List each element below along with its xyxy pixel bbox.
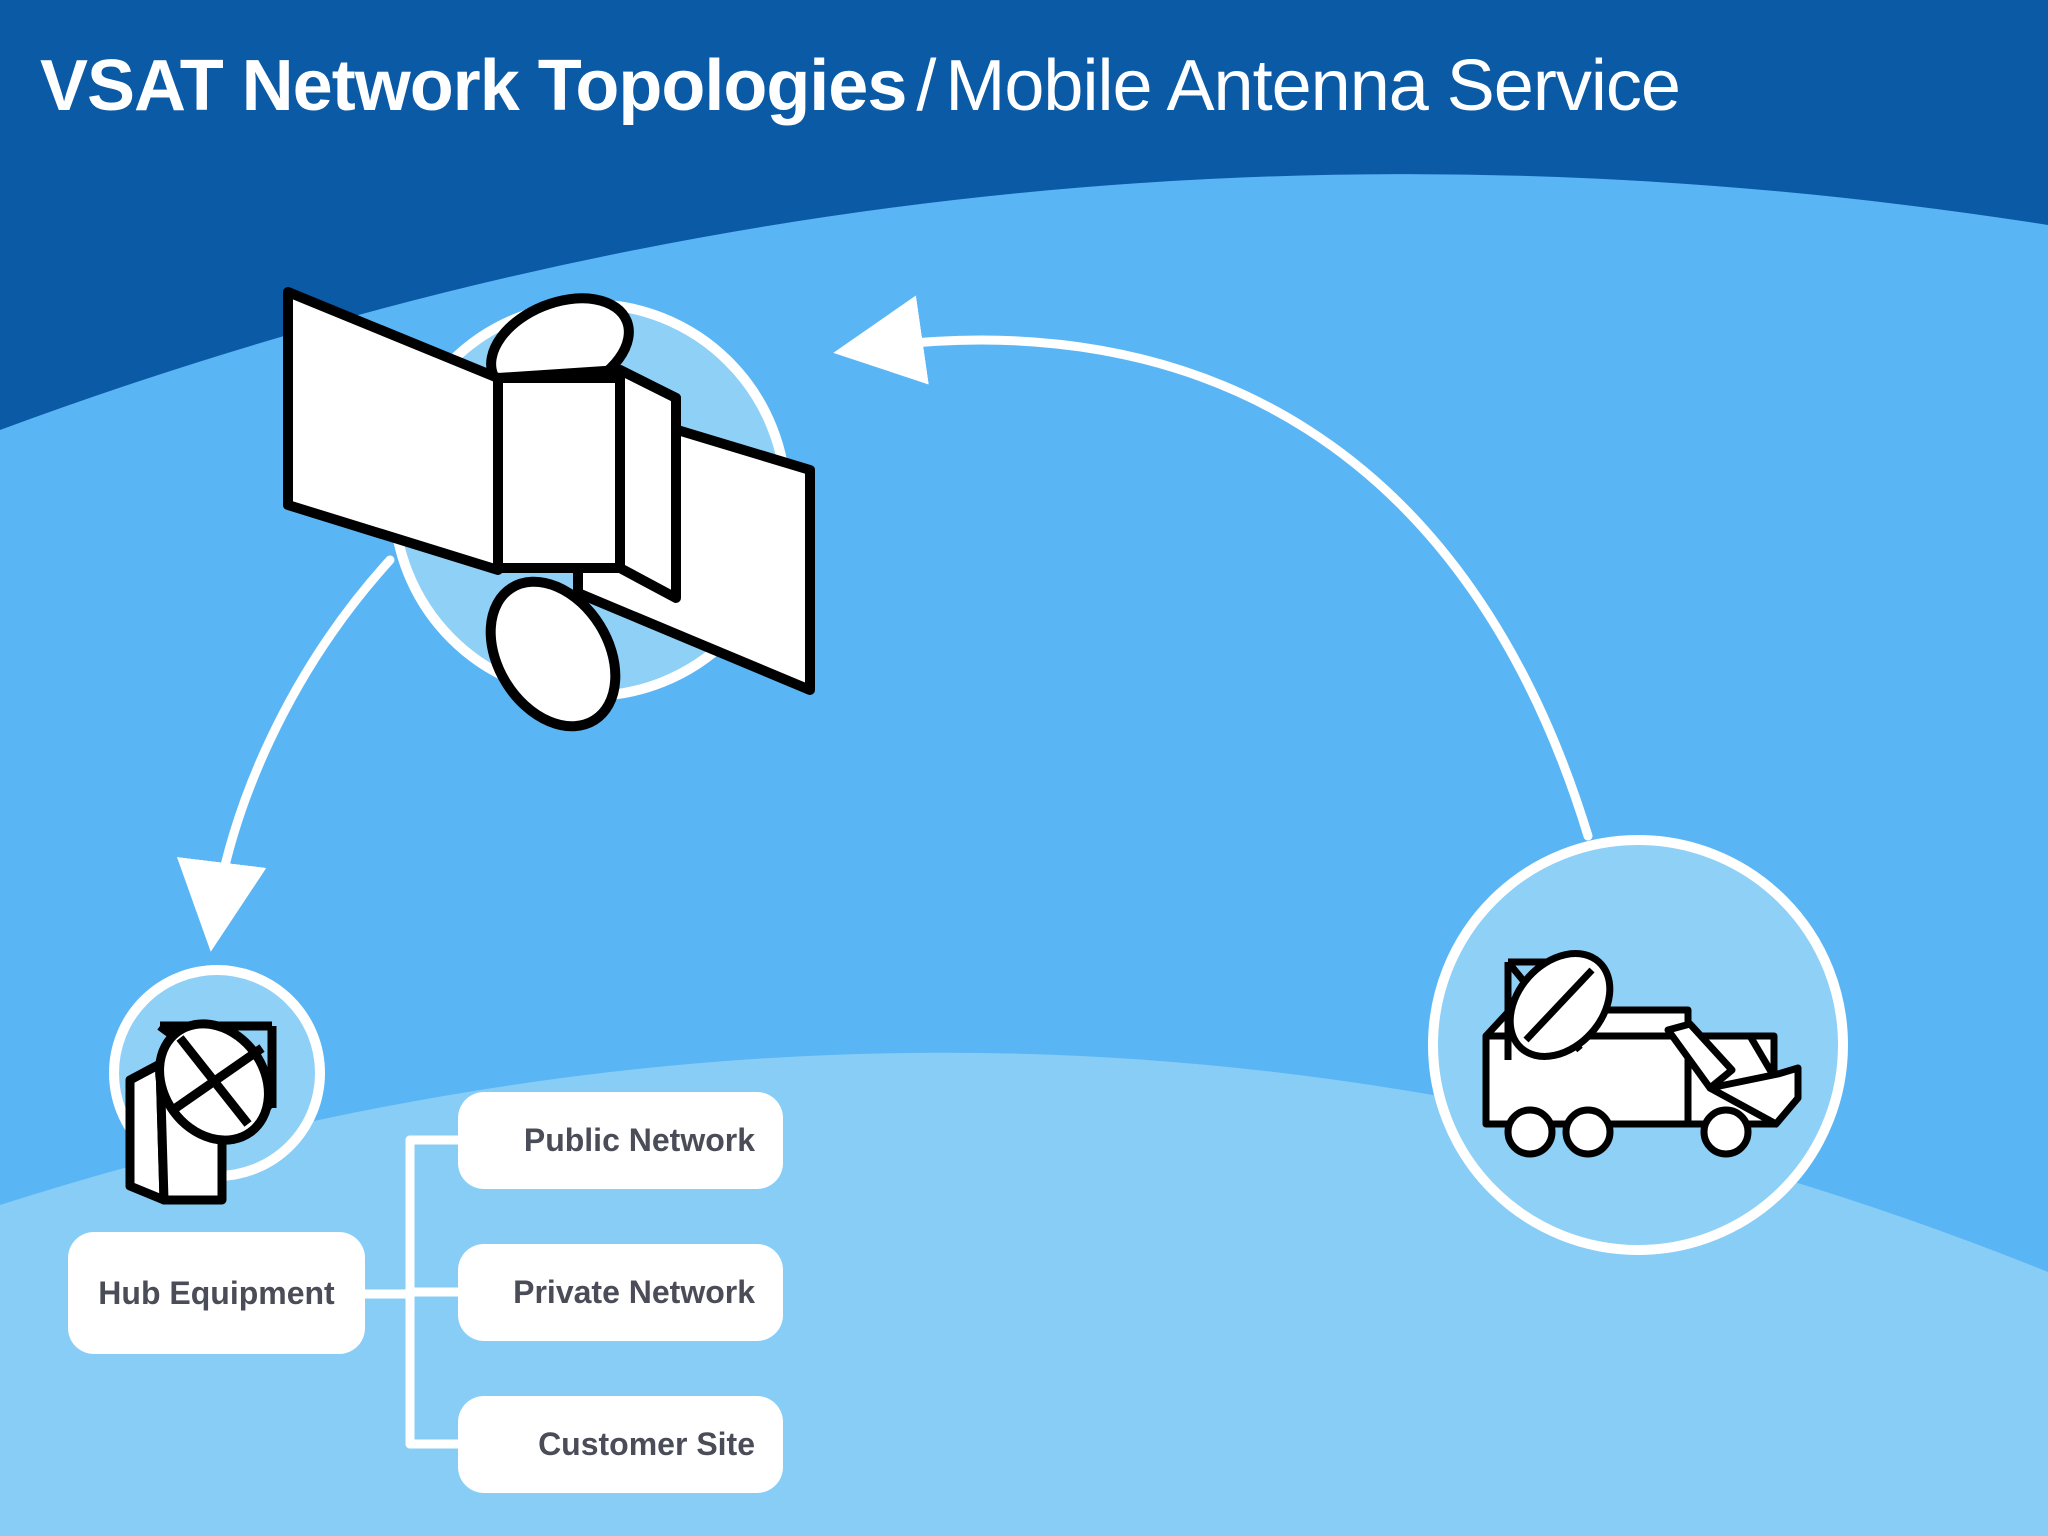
downlink-arrow [176,555,395,952]
customer-site-label: Customer Site [538,1426,755,1462]
title-subtitle: Mobile Antenna Service [945,46,1680,126]
customer-site-box: Customer Site [458,1396,783,1493]
page-title: VSAT Network Topologies/Mobile Antenna S… [40,38,1681,134]
private-network-label: Private Network [513,1274,755,1310]
title-main: VSAT Network Topologies [40,46,907,126]
public-network-box: Public Network [458,1092,783,1189]
title-separator: / [916,46,936,126]
uplink-arrow [833,295,1593,841]
private-network-box: Private Network [458,1244,783,1341]
antenna-truck-icon [1482,950,1802,1158]
satellite-icon [283,287,815,732]
hub-connectors [360,1135,463,1449]
hub-equipment-box: Hub Equipment [68,1232,365,1354]
hub-equipment-label: Hub Equipment [98,1274,335,1311]
dish-antenna-icon [125,1019,277,1205]
public-network-label: Public Network [523,1122,755,1158]
